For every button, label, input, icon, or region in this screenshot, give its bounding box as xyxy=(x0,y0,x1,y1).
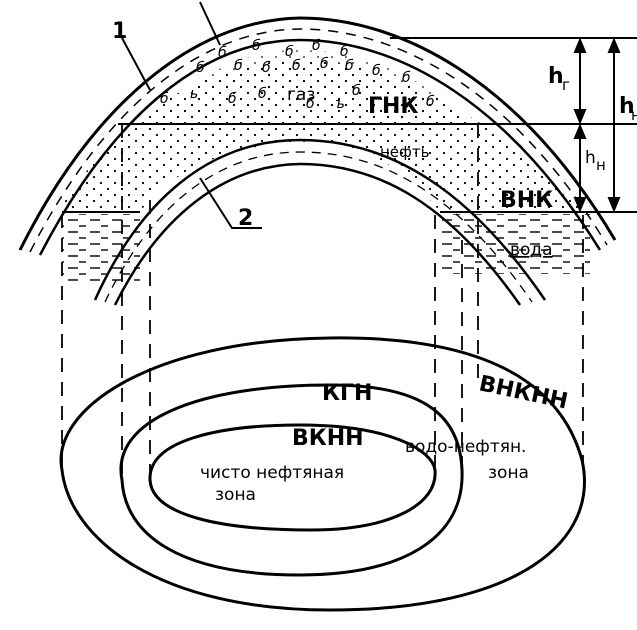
label-gas-oil-contact: ГНК xyxy=(368,94,418,119)
gas-symbol: б xyxy=(228,91,237,107)
bed-layer-2 xyxy=(93,138,547,306)
label-zone-water-oil: водо-нефтян. xyxy=(405,437,526,457)
label-h-total: h н xyxy=(619,94,637,124)
gas-symbol: б xyxy=(306,96,315,112)
gas-symbol: б xyxy=(312,38,321,54)
plan-contour-middle xyxy=(119,383,464,577)
label-h-oil: h н xyxy=(585,148,606,174)
gas-symbol: б xyxy=(345,58,354,74)
gas-symbol: б xyxy=(252,38,261,54)
label-zone-word-1: зона xyxy=(215,485,256,505)
label-layer-2: 2 xyxy=(238,206,253,231)
gas-symbol: б xyxy=(234,58,243,74)
svg-text:h: h xyxy=(548,64,564,89)
gas-symbol: б xyxy=(402,70,411,86)
gas-symbol: б xyxy=(285,44,294,60)
water-zone-right xyxy=(440,214,590,274)
gas-symbol: б xyxy=(258,86,267,102)
label-water-oil-contact: ВНК xyxy=(500,188,553,213)
label-zone-word-2: зона xyxy=(488,463,529,483)
label-layer-1: 1 xyxy=(112,19,127,44)
gas-symbol: б xyxy=(218,45,227,61)
gas-symbol: б xyxy=(352,83,361,99)
gas-symbol: ъ xyxy=(335,96,345,112)
gas-symbol: б xyxy=(372,63,381,79)
gas-symbol: б xyxy=(320,56,329,72)
svg-text:h: h xyxy=(585,148,596,168)
gas-symbol: б xyxy=(262,60,271,76)
projection-lines xyxy=(61,124,584,480)
gas-symbol: б xyxy=(196,60,205,76)
gas-symbol: б xyxy=(160,91,169,107)
label-contour-vnkn: ВКНН xyxy=(292,426,364,451)
label-oil: нефть xyxy=(380,143,429,161)
svg-text:н: н xyxy=(631,106,637,124)
label-water: вода xyxy=(510,240,553,260)
label-gas: газ xyxy=(287,85,315,105)
water-zone-left xyxy=(62,214,140,284)
gas-symbol: ь xyxy=(190,86,198,102)
gas-symbol: б xyxy=(340,44,349,60)
label-contour-kgn: КГН xyxy=(322,381,372,406)
label-zone-pure-oil: чисто нефтяная xyxy=(200,463,344,483)
plan-contour-outer xyxy=(59,336,586,612)
gas-symbol: б xyxy=(292,58,301,74)
label-h-gas: h г xyxy=(548,64,570,94)
gas-symbol: б xyxy=(426,94,435,110)
gas-cap xyxy=(150,50,470,120)
svg-text:н: н xyxy=(596,156,606,174)
svg-text:г: г xyxy=(562,76,570,94)
leader-lines xyxy=(121,1,262,229)
height-dimensions xyxy=(573,37,621,213)
plan-contour-inner xyxy=(148,423,437,532)
svg-text:h: h xyxy=(619,94,635,119)
caprock-layer-1 xyxy=(18,16,617,256)
